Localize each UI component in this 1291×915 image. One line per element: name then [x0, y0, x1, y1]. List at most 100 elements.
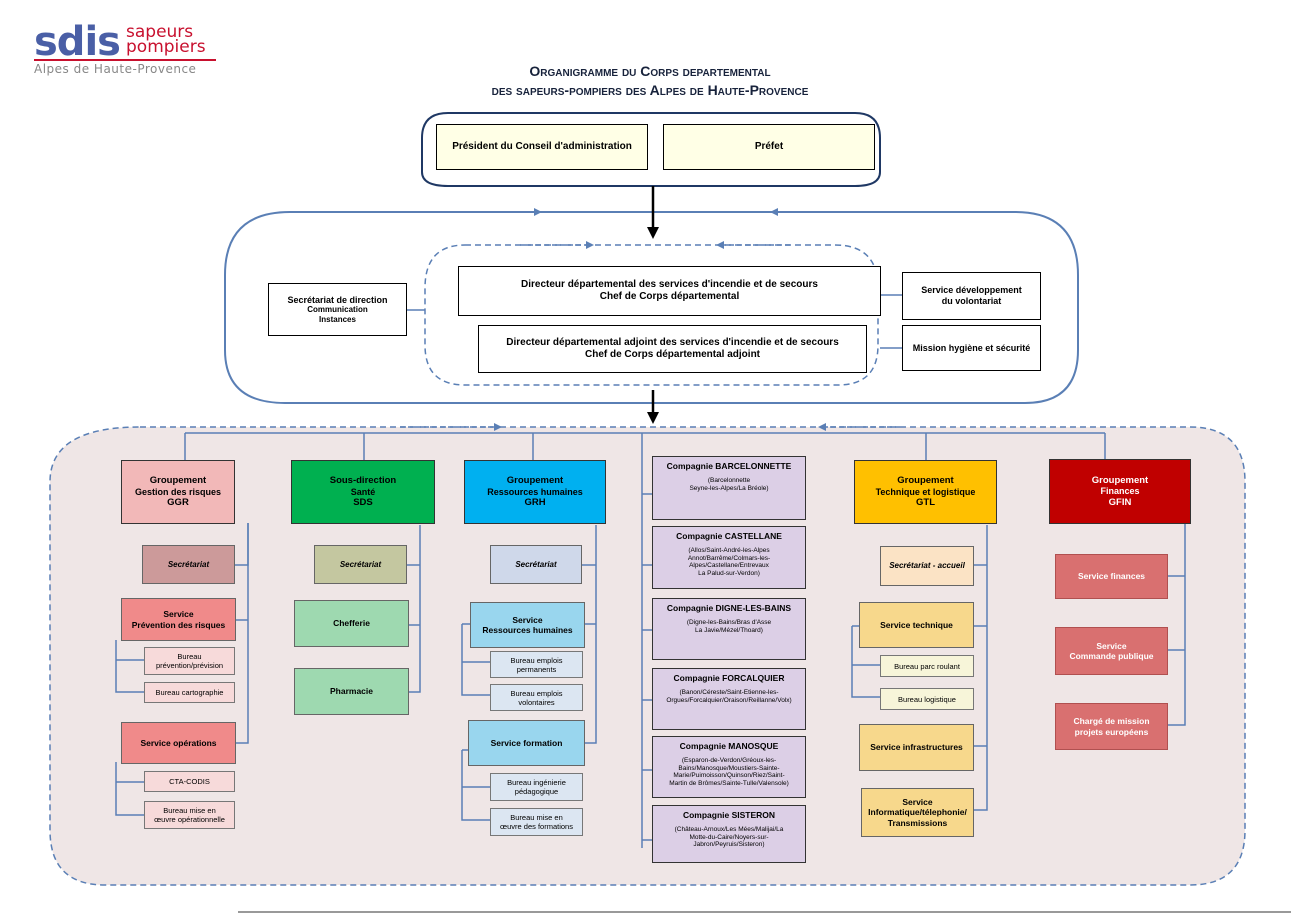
instances-label: Instances [319, 314, 356, 324]
sdis-logo: sdis sapeurs pompiers Alpes de Haute-Pro… [34, 19, 216, 76]
compagnie-name: Compagnie CASTELLANE [676, 531, 782, 541]
gtl-technique-label: Service technique [880, 619, 953, 630]
secretariat-direction-box: Secrétariat de direction Communication I… [268, 283, 407, 336]
ggr-head: Groupement Gestion des risques GGR [121, 460, 235, 524]
ggr-title: Groupement [149, 475, 207, 487]
compagnie-manosque: Compagnie MANOSQUE (Esparon-de-Verdon/Gr… [652, 736, 806, 798]
compagnie-towns: (Château-Arnoux/Les Mées/Malijai/La [674, 826, 784, 834]
ggr-bureau-prevention-line2: prévention/prévision [155, 661, 224, 670]
compagnie-name: Compagnie MANOSQUE [679, 741, 779, 751]
compagnie-towns: Jabron/Peyruis/Sisteron) [693, 841, 765, 849]
gfin-commande-line1: Service [1096, 640, 1127, 651]
ggr-cta-codis: CTA-CODIS [144, 771, 235, 792]
page-title-line2: des sapeurs-pompiers des Alpes de Haute-… [491, 82, 809, 98]
grh-mise-formations-line1: Bureau mise en [510, 813, 563, 822]
gtl-logistique: Bureau logistique [880, 688, 974, 710]
compagnie-towns: Seyne-les-Alpes/La Bréole) [689, 484, 769, 492]
compagnie-towns: Bains/Manosque/Moustiers-Sainte- [678, 764, 780, 772]
compagnie-towns: La Javie/Mézel/Thoard) [695, 626, 763, 634]
sds-title: Sous-direction [329, 475, 397, 487]
compagnie-towns: Marie/Puimoisson/Quinson/Riez/Saint- [673, 772, 785, 780]
sds-head: Sous-direction Santé SDS [291, 460, 435, 524]
gfin-commande-line2: Commande publique [1069, 651, 1154, 661]
gtl-parc-roulant-label: Bureau parc roulant [894, 661, 960, 671]
gtl-infrastructures: Service infrastructures [859, 724, 974, 771]
sds-subtitle: Santé [350, 486, 376, 497]
compagnie-towns: La Palud-sur-Verdon) [698, 569, 760, 577]
ggr-abbr: GGR [167, 497, 189, 509]
compagnie-towns: (Allos/Saint-André-les-Alpes [688, 547, 770, 555]
grh-secretariat: Secrétariat [490, 545, 582, 584]
gtl-abbr: GTL [916, 497, 935, 509]
compagnie-towns: Alpes/Castellane/Entrevaux [689, 562, 769, 570]
direction-inner-frame [424, 244, 879, 386]
compagnie-towns: (Banon/Céreste/Saint-Etienne-les- [679, 689, 779, 697]
grh-head: Groupement Ressources humaines GRH [464, 460, 606, 524]
grh-ingenierie-line2: pédagogique [514, 787, 559, 796]
grh-mise-formations-line2: œuvre des formations [500, 822, 573, 831]
ggr-secretariat-label: Secrétariat [167, 559, 210, 569]
president-box: Président du Conseil d'administration [436, 124, 648, 170]
sds-pharmacie: Pharmacie [294, 668, 409, 715]
grh-emplois-permanents-line1: Bureau emplois [510, 655, 563, 665]
gtl-sit-line3: Transmissions [887, 817, 948, 828]
compagnie-towns: (Barcelonnette [707, 477, 751, 485]
gtl-infrastructures-label: Service infrastructures [870, 742, 963, 753]
sds-pharmacie-label: Pharmacie [330, 686, 373, 697]
gtl-title: Groupement [897, 475, 954, 487]
compagnie-barcelonnette: Compagnie BARCELONNETTE (Barcelonnette S… [652, 456, 806, 520]
ggr-bureau-cartographie: Bureau cartographie [144, 682, 235, 703]
volontariat-label-2: du volontariat [941, 296, 1002, 306]
sds-chefferie: Chefferie [294, 600, 409, 647]
compagnie-digne: Compagnie DIGNE-LES-BAINS (Digne-les-Bai… [652, 598, 806, 660]
ggr-bureau-mise: Bureau mise en œuvre opérationnelle [144, 801, 235, 829]
gfin-mission-line1: Chargé de mission [1073, 716, 1150, 727]
gtl-parc-roulant: Bureau parc roulant [880, 655, 974, 677]
ggr-prevention-line1: Service [163, 609, 194, 620]
grh-ingenierie: Bureau ingénierie pédagogique [490, 773, 583, 801]
hygiene-label: Mission hygiène et sécurité [912, 342, 1031, 353]
grh-subtitle: Ressources humaines [487, 486, 583, 497]
ggr-prevention: Service Prévention des risques [121, 598, 236, 641]
grh-formation: Service formation [468, 720, 585, 766]
grh-emplois-permanents: Bureau emplois permanents [490, 651, 583, 678]
compagnie-name: Compagnie BARCELONNETTE [666, 461, 792, 471]
grh-service-rh-line1: Service [512, 614, 543, 625]
grh-ingenierie-line1: Bureau ingénierie [507, 778, 566, 787]
ggr-operations-label: Service opérations [140, 737, 217, 748]
volontariat-label-1: Service développement [921, 285, 1022, 296]
grh-secretariat-label: Secrétariat [515, 559, 557, 569]
gtl-secretariat: Secrétariat - accueil [880, 546, 974, 586]
gfin-head: Groupement Finances GFIN [1049, 459, 1191, 524]
gtl-sit-line1: Service [902, 797, 933, 808]
ggr-cta-codis-label: CTA-CODIS [169, 777, 210, 786]
gtl-logistique-label: Bureau logistique [898, 694, 956, 704]
grh-emplois-permanents-line2: permanents [516, 664, 557, 674]
gtl-subtitle: Technique et logistique [875, 486, 976, 497]
hygiene-box: Mission hygiène et sécurité [902, 325, 1041, 371]
grh-mise-formations: Bureau mise en œuvre des formations [490, 808, 583, 836]
compagnie-castellane: Compagnie CASTELLANE (Allos/Saint-André-… [652, 526, 806, 589]
gfin-abbr: GFIN [1108, 496, 1132, 508]
ggr-prevention-line2: Prévention des risques [131, 619, 226, 630]
sds-abbr: SDS [353, 497, 373, 509]
gtl-sit-line2: Informatique/télephonie/ [868, 807, 967, 818]
sds-secretariat-label: Secrétariat [339, 559, 382, 569]
logo-main: sdis [34, 19, 121, 65]
ggr-secretariat: Secrétariat [142, 545, 235, 584]
gtl-sit: Service Informatique/télephonie/ Transmi… [861, 788, 974, 837]
gfin-title: Groupement [1091, 474, 1149, 486]
chef-corps-label: Chef de Corps départemental [599, 291, 740, 302]
directeur-adjoint-box: Directeur départemental adjoint des serv… [478, 325, 867, 373]
chef-corps-adjoint-label: Chef de Corps départemental adjoint [584, 349, 761, 360]
compagnie-name: Compagnie DIGNE-LES-BAINS [666, 603, 792, 613]
prefet-box: Préfet [663, 124, 875, 170]
grh-emplois-volontaires: Bureau emplois volontaires [490, 684, 583, 711]
gfin-mission-line2: projets européens [1074, 726, 1149, 737]
grh-title: Groupement [506, 475, 564, 487]
gfin-finances-label: Service finances [1077, 571, 1146, 582]
prefet-label: Préfet [754, 141, 784, 152]
compagnie-forcalquier: Compagnie FORCALQUIER (Banon/Céreste/Sai… [652, 668, 806, 730]
compagnie-name: Compagnie FORCALQUIER [673, 673, 785, 683]
compagnie-towns: Orgues/Forcalquier/Oraison/Reillanne/Vol… [666, 696, 792, 704]
